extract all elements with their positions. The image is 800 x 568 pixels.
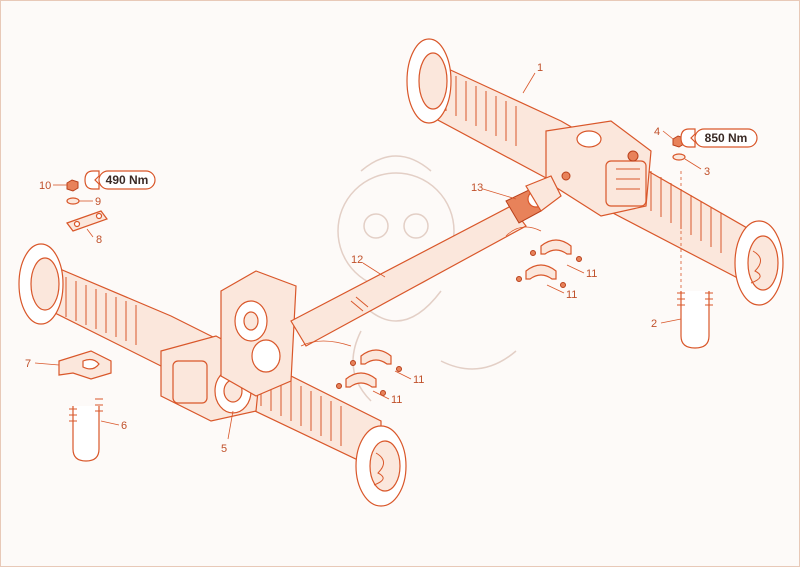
torque-badge-rear: 850 Nm	[680, 128, 758, 148]
part-number-2: 2	[651, 318, 657, 330]
torque-label-rear: 850 Nm	[705, 131, 748, 145]
bracket-part-7	[58, 350, 112, 380]
part-number-9: 9	[95, 196, 101, 208]
u-bolt-rear	[677, 171, 713, 349]
plate-part-8	[66, 210, 108, 232]
drive-shaft	[290, 175, 562, 347]
torque-label-front: 490 Nm	[106, 173, 149, 187]
part-number-13: 13	[471, 182, 483, 194]
part-number-6: 6	[121, 420, 127, 432]
rear-axle-assembly	[406, 38, 784, 306]
part-number-11d: 11	[391, 394, 402, 406]
part-number-11c: 11	[413, 374, 424, 386]
part-number-11a: 11	[586, 268, 597, 280]
front-axle-assembly	[18, 243, 407, 507]
leader-lines	[34, 72, 702, 440]
part-number-labels: 1 2 3 4 5 6 7 8 9 10 11 11 11 11 12 13	[25, 62, 710, 455]
part-number-4: 4	[654, 126, 660, 138]
part-number-1: 1	[537, 62, 543, 74]
part-number-3: 3	[704, 166, 710, 178]
part-number-8: 8	[96, 234, 102, 246]
part-number-10: 10	[39, 180, 51, 192]
u-bolt-front	[69, 398, 103, 462]
torque-badge-front: 490 Nm	[84, 170, 156, 190]
part-number-12: 12	[351, 254, 363, 266]
part-number-5: 5	[221, 443, 227, 455]
part-number-11b: 11	[566, 289, 577, 301]
part-number-7: 7	[25, 358, 31, 370]
shaft-clamps	[300, 226, 582, 396]
nut-washer-front	[66, 179, 80, 205]
